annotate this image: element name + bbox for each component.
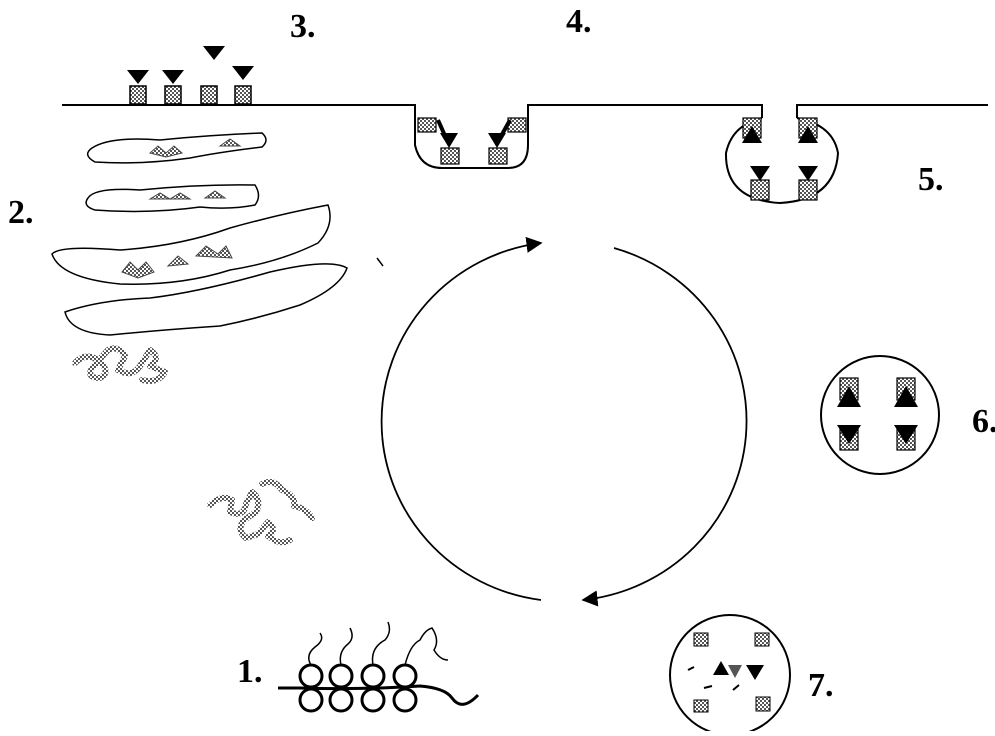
arrow-upper-left bbox=[380, 236, 543, 601]
budding-vesicle bbox=[724, 117, 840, 205]
surface-receptors bbox=[129, 85, 252, 105]
step-label-7: 7. bbox=[808, 667, 834, 704]
step-label-3: 3. bbox=[290, 8, 316, 45]
ligand-triangles bbox=[127, 46, 254, 84]
cycle-arrows bbox=[380, 236, 748, 607]
golgi-cisternae bbox=[51, 132, 384, 336]
step-label-1: 1. bbox=[237, 653, 263, 690]
nascent-protein-chains bbox=[72, 345, 315, 546]
step-label-6: 6. bbox=[972, 403, 995, 440]
step-label-4: 4. bbox=[566, 3, 592, 40]
step-label-5: 5. bbox=[918, 161, 944, 198]
arrow-lower-right bbox=[581, 247, 748, 607]
coated-pit-receptors bbox=[417, 117, 527, 165]
plasma-membrane bbox=[62, 104, 988, 169]
step-label-2: 2. bbox=[8, 194, 34, 231]
endocytic-vesicle bbox=[820, 355, 940, 475]
golgi-cargo bbox=[121, 138, 242, 279]
polysome bbox=[278, 621, 480, 713]
lysosome bbox=[669, 614, 791, 736]
